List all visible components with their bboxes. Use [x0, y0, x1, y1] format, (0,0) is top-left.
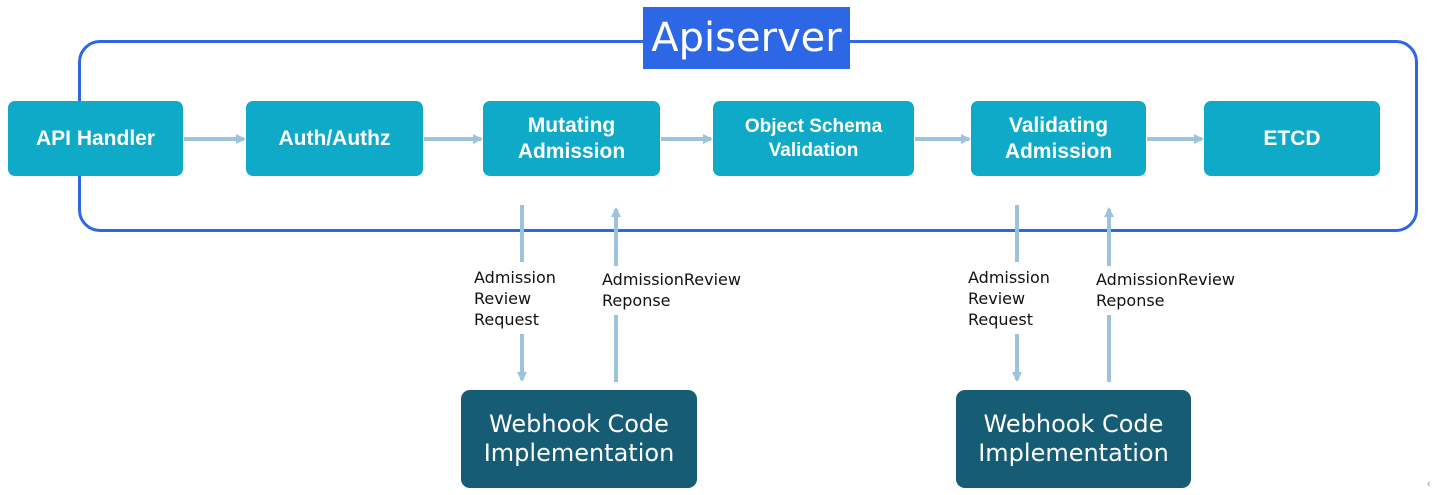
label-admission-review-request: Admission Review Request [968, 268, 1050, 329]
node-label: Validating Admission [1004, 113, 1113, 163]
apiserver-title: Apiserver [643, 7, 850, 69]
webhook-label: Webhook Code Implementation [483, 410, 675, 467]
webhook-label: Webhook Code Implementation [978, 410, 1169, 467]
node-label: ETCD [1263, 126, 1321, 150]
node-etcd: ETCD [1204, 101, 1380, 176]
label-admission-review-response: AdmissionReview Reponse [1096, 270, 1235, 310]
node-auth-authz: Auth/Authz [246, 101, 423, 176]
corner-glyph: ‹ [1427, 478, 1431, 490]
label-admission-review-response: AdmissionReview Reponse [602, 270, 741, 310]
label-admission-review-request: Admission Review Request [474, 268, 556, 329]
node-label: Auth/Authz [278, 126, 391, 150]
webhook-validating: Webhook Code Implementation [956, 390, 1191, 488]
webhook-mutating: Webhook Code Implementation [461, 390, 697, 488]
node-label: Object Schema Validation [744, 115, 883, 161]
node-mutating-admission: Mutating Admission [483, 101, 660, 176]
node-validating-admission: Validating Admission [971, 101, 1146, 176]
node-api-handler: API Handler [8, 101, 183, 176]
node-object-schema-validation: Object Schema Validation [713, 101, 914, 176]
node-label: API Handler [35, 126, 156, 150]
node-label: Mutating Admission [517, 113, 626, 163]
